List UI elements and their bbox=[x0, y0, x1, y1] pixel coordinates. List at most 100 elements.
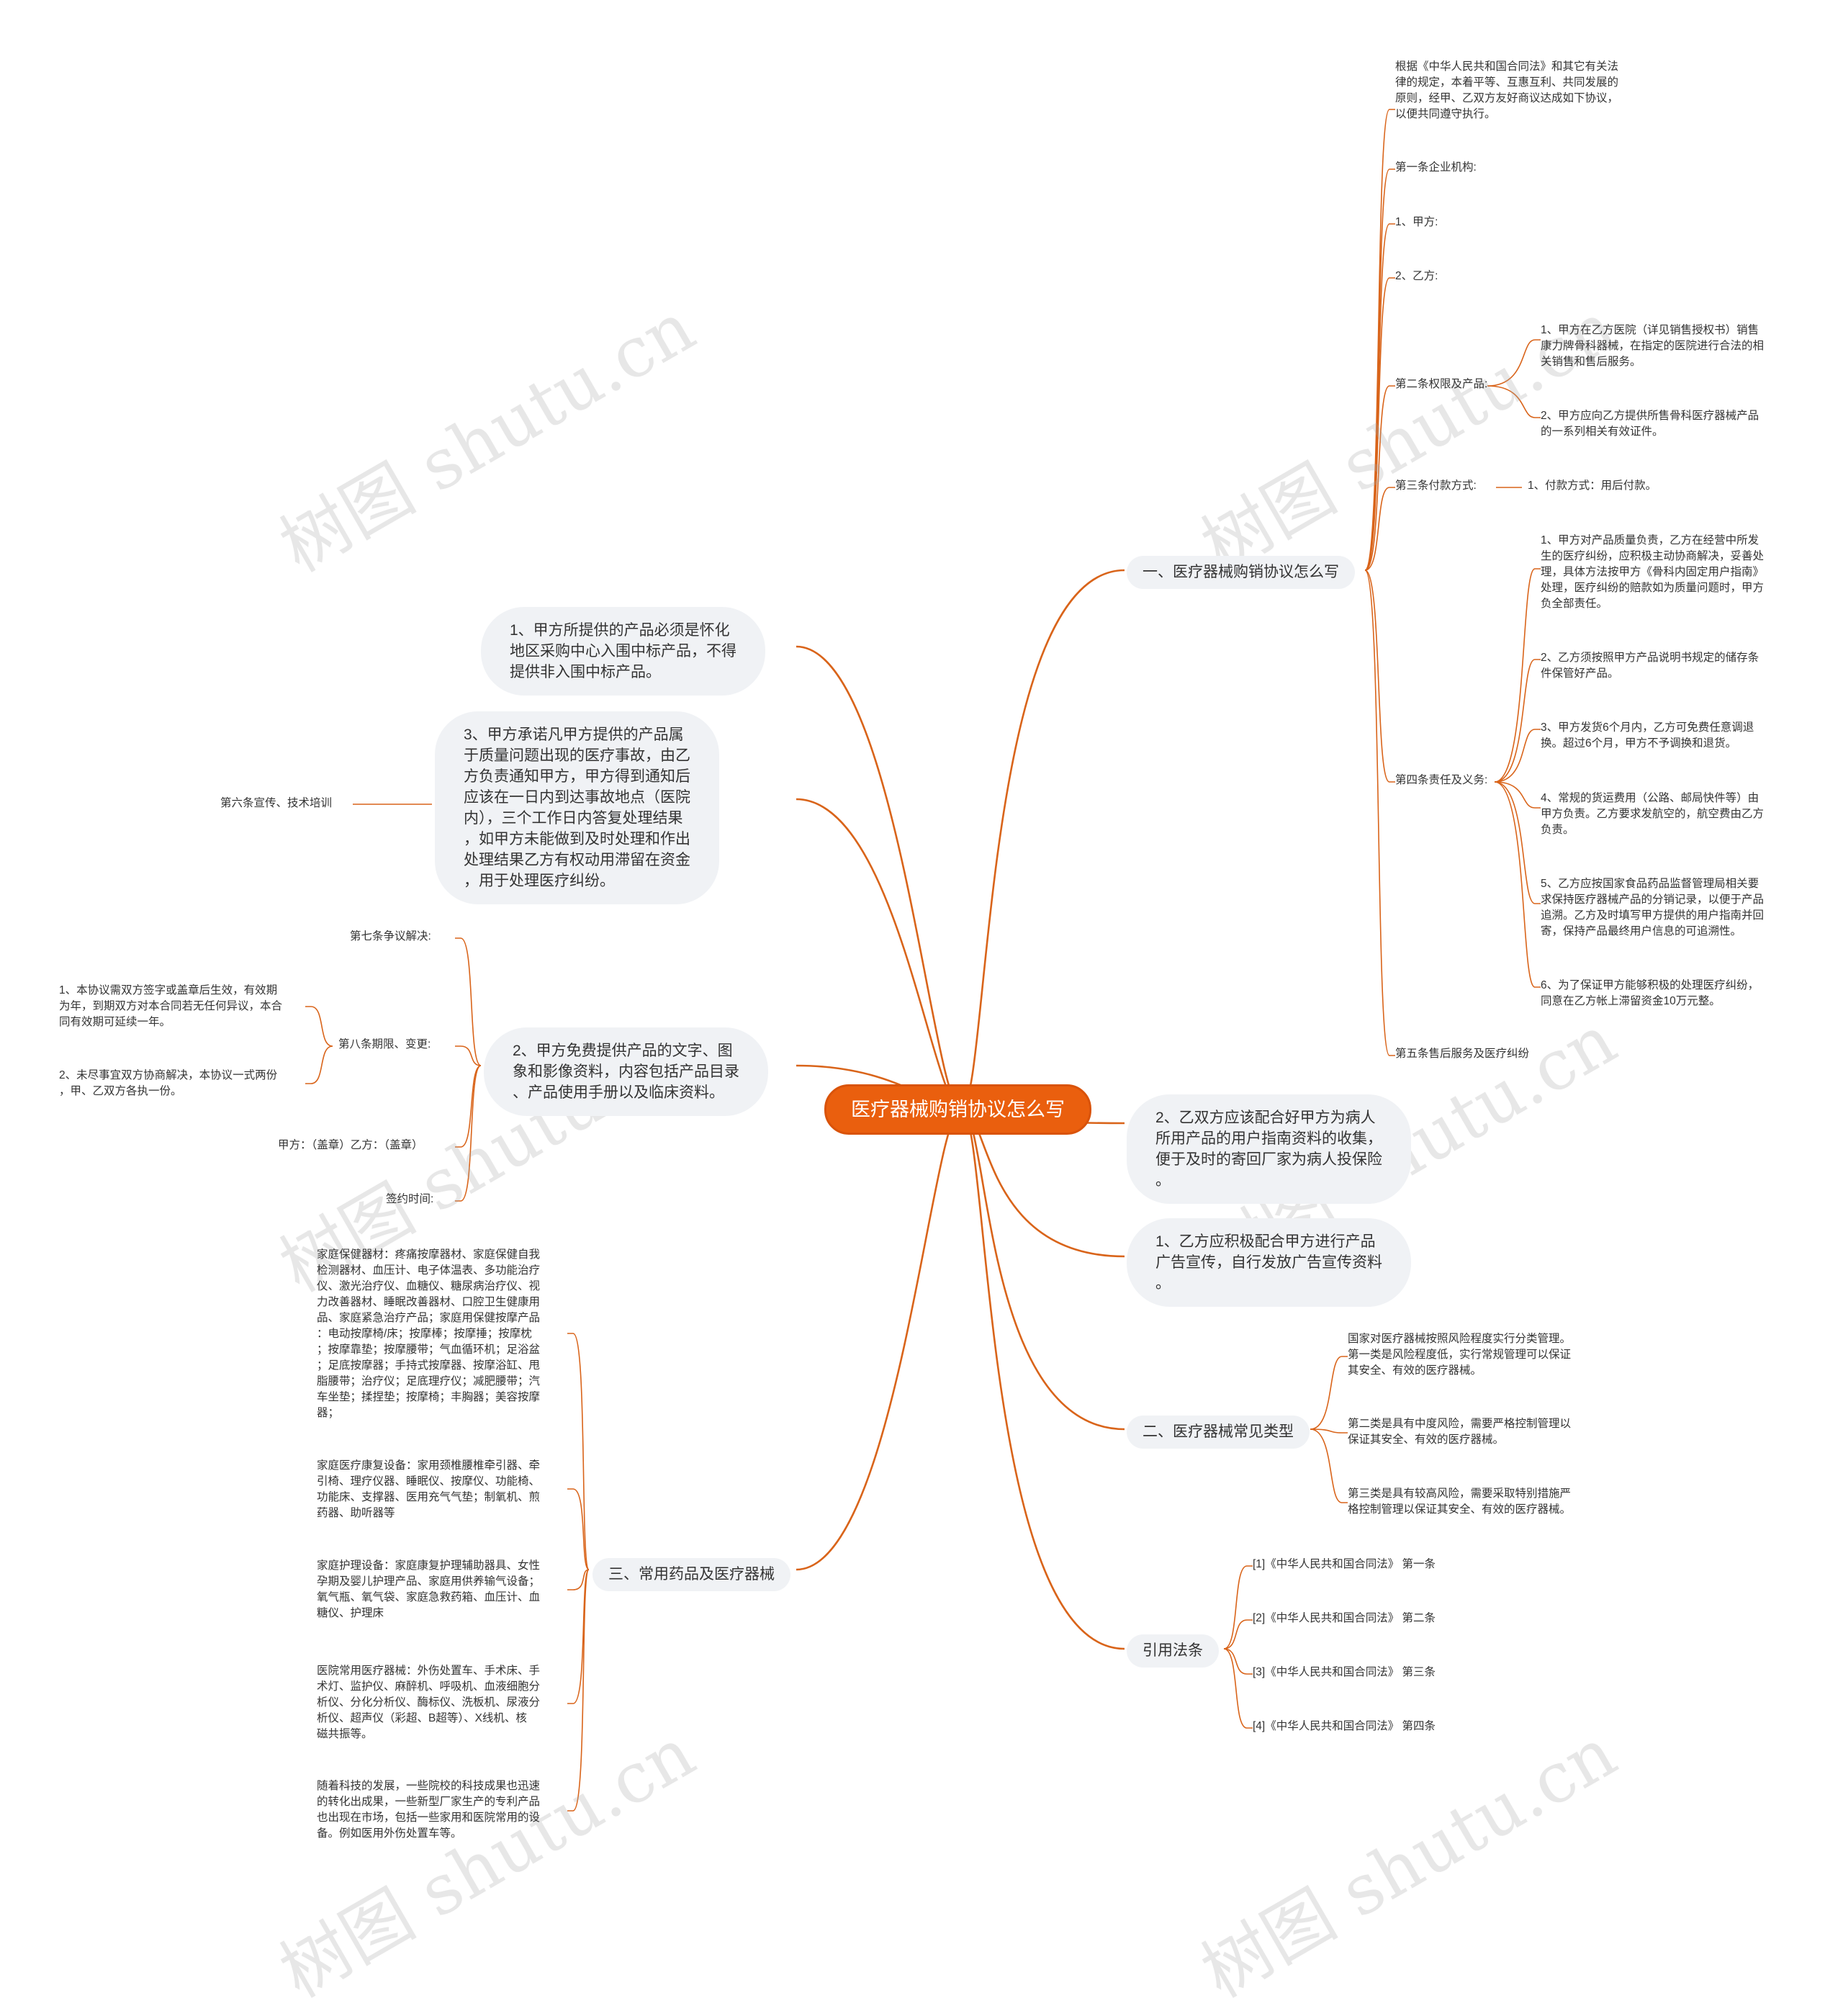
connector-line bbox=[455, 937, 482, 1066]
connector-line bbox=[1494, 568, 1541, 783]
reference-1[interactable]: [1]《中华人民共和国合同法》 第一条 bbox=[1253, 1558, 1436, 1570]
connector-line bbox=[1494, 781, 1541, 904]
text-line: 格控制管理以保证其安全、有效的医疗器械。 bbox=[1348, 1503, 1572, 1516]
text-line: 其安全、有效的医疗器械。 bbox=[1348, 1364, 1482, 1377]
category-2: 第二类是具有中度风险，需要严格控制管理以保证其安全、有效的医疗器械。 bbox=[1348, 1416, 1571, 1448]
signing-date: 签约时间: bbox=[386, 1193, 434, 1205]
text-line: 方负责通知甲方，甲方得到通知后 bbox=[464, 768, 690, 785]
article-2-item-2: 2、甲方应向乙方提供所售骨科医疗器械产品的一系列相关有效证件。 bbox=[1541, 408, 1759, 440]
text-line: 象和影像资料，内容包括产品目录 bbox=[513, 1063, 739, 1080]
article-3: 第三条付款方式: bbox=[1395, 480, 1477, 492]
text-line: ，用于处理医疗纠纷。 bbox=[464, 873, 615, 889]
article-5: 第五条售后服务及医疗纠纷 bbox=[1395, 1048, 1530, 1060]
article-8-item-2: 2、未尽事宜双方协商解决，本协议一式两份，甲、乙双方各执一份。 bbox=[59, 1068, 277, 1099]
category-1: 国家对医疗器械按照风险程度实行分类管理。第一类是风险程度低，实行常规管理可以保证… bbox=[1348, 1331, 1571, 1379]
text-line: 氧气瓶、氧气袋、家庭急救药箱、血压计、血 bbox=[317, 1591, 541, 1603]
device-group-1: 家庭保健器材：疼痛按摩器材、家庭保健自我检测器材、血压计、电子体温表、多功能治疗… bbox=[317, 1247, 540, 1421]
text-line: 6、为了保证甲方能够积极的处理医疗纠纷， bbox=[1541, 979, 1759, 991]
text-line: 糖仪、护理床 bbox=[317, 1607, 384, 1619]
article-4: 第四条责任及义务: bbox=[1395, 774, 1488, 786]
connector-line bbox=[1310, 1428, 1348, 1434]
text-line: ，如甲方未能做到及时处理和作出 bbox=[464, 831, 690, 847]
connector-line bbox=[796, 1107, 962, 1571]
text-line: 药器、助听器等 bbox=[317, 1507, 395, 1519]
text-line: 。 bbox=[1155, 1275, 1171, 1292]
connector-line bbox=[455, 1045, 482, 1066]
text-line: 孕期及婴儿护理产品、家庭用供养输气设备； bbox=[317, 1575, 541, 1588]
text-line: 检测器材、血压计、电子体温表、多功能治疗 bbox=[317, 1264, 541, 1277]
topic-references[interactable]: 引用法条 bbox=[1127, 1634, 1219, 1668]
connector-line bbox=[1494, 781, 1541, 809]
text-line: 于质量问题出现的医疗事故，由乙 bbox=[464, 747, 690, 764]
text-line: 甲方负责。乙方要求发航空的，航空费由乙方 bbox=[1541, 808, 1765, 820]
reference-3[interactable]: [3]《中华人民共和国合同法》 第三条 bbox=[1253, 1666, 1436, 1678]
text-line: 的转化出成果，一些新型厂家生产的专利产品 bbox=[317, 1796, 541, 1808]
text-line: 也出现在市场，包括一些家用和医院常用的设 bbox=[317, 1812, 541, 1824]
text-line: 品、家庭紧急治疗产品；家庭用保健按摩产品 bbox=[317, 1312, 541, 1324]
article-2-item-1: 1、甲方在乙方医院（详见销售授权书）销售康力牌骨科器械，在指定的医院进行合法的相… bbox=[1541, 323, 1764, 370]
text-line: 析仪、超声仪（彩超、B超等）、X线机、核 bbox=[317, 1712, 527, 1724]
text-line: 随着科技的发展，一些院校的科技成果也迅速 bbox=[317, 1780, 541, 1792]
category-3: 第三类是具有较高风险，需要采取特别措施严格控制管理以保证其安全、有效的医疗器械。 bbox=[1348, 1486, 1571, 1518]
connector-line bbox=[305, 1045, 333, 1084]
text-line: 生的医疗纠纷，应积极主动协商解决，妥善处 bbox=[1541, 550, 1765, 562]
article-4-item-6: 6、为了保证甲方能够积极的处理医疗纠纷，同意在乙方帐上滞留资金10万元整。 bbox=[1541, 978, 1759, 1009]
text-line: ；足底按摩器；手持式按摩器、按摩浴缸、甩 bbox=[317, 1359, 541, 1372]
text-line: 、产品使用手册以及临床资料。 bbox=[513, 1084, 724, 1101]
article-3-item-1: 1、付款方式：用后付款。 bbox=[1528, 480, 1657, 492]
root-topic[interactable]: 医疗器械购销协议怎么写 bbox=[824, 1084, 1091, 1135]
text-line: ：电动按摩椅/床；按摩棒；按摩捶；按摩枕 bbox=[317, 1328, 532, 1340]
article-6: 第六条宣传、技术培训 bbox=[220, 797, 333, 809]
text-line: 器； bbox=[317, 1407, 340, 1419]
article-8-item-1: 1、本协议需双方签字或盖章后生效，有效期为年，到期双方对本合同若无任何异议，本合… bbox=[59, 983, 282, 1030]
text-line: 寄，保持产品最终用户信息的可追溯性。 bbox=[1541, 925, 1742, 937]
connector-line bbox=[1364, 277, 1395, 571]
bubble-b2[interactable]: 2、乙双方应该配合好甲方为病人所用产品的用户指南资料的收集，便于及时的寄回厂家为… bbox=[1127, 1094, 1411, 1204]
connector-line bbox=[305, 1006, 333, 1047]
text-line: 件保管好产品。 bbox=[1541, 667, 1619, 680]
text-line: 理，具体方法按甲方《骨科内固定用户指南》 bbox=[1541, 566, 1765, 578]
text-line: 。 bbox=[1155, 1172, 1171, 1189]
text-line: 2、甲方免费提供产品的文字、图 bbox=[513, 1043, 733, 1059]
text-line: 求保持医疗器械产品的分销记录，以便于产品 bbox=[1541, 894, 1765, 906]
connector-line bbox=[567, 1569, 590, 1704]
topic-section-2[interactable]: 二、医疗器械常见类型 bbox=[1127, 1416, 1310, 1449]
text-line: 以便共同遵守执行。 bbox=[1395, 108, 1496, 120]
bubble-b1[interactable]: 1、乙方应积极配合甲方进行产品广告宣传，自行发放广告宣传资料。 bbox=[1127, 1218, 1411, 1307]
text-line: ，甲、乙双方各执一份。 bbox=[59, 1085, 182, 1097]
bubble-a1[interactable]: 1、甲方所提供的产品必须是怀化地区采购中心入围中标产品，不得提供非入围中标产品。 bbox=[481, 607, 765, 696]
text-line: 术灯、监护仪、麻醉机、呼吸机、血液细胞分 bbox=[317, 1680, 541, 1693]
connector-line bbox=[1310, 1428, 1348, 1503]
topic-section-3[interactable]: 三、常用药品及医疗器械 bbox=[592, 1558, 790, 1591]
bubble-a2[interactable]: 2、甲方免费提供产品的文字、图象和影像资料，内容包括产品目录、产品使用手册以及临… bbox=[484, 1027, 768, 1116]
device-group-4: 医院常用医疗器械：外伤处置车、手术床、手术灯、监护仪、麻醉机、呼吸机、血液细胞分… bbox=[317, 1663, 540, 1742]
text-line: 负责。 bbox=[1541, 824, 1574, 836]
article-4-item-5: 5、乙方应按国家食品药品监督管理局相关要求保持医疗器械产品的分销记录，以便于产品… bbox=[1541, 876, 1764, 940]
connector-line bbox=[1364, 487, 1395, 571]
connector-line bbox=[1494, 659, 1541, 783]
text-line: 追溯。乙方及时填写甲方提供的用户指南并回 bbox=[1541, 909, 1765, 922]
reference-2[interactable]: [2]《中华人民共和国合同法》 第二条 bbox=[1253, 1612, 1436, 1624]
text-line: 根据《中华人民共和国合同法》和其它有关法 bbox=[1395, 60, 1619, 73]
reference-4[interactable]: [4]《中华人民共和国合同法》 第四条 bbox=[1253, 1720, 1436, 1732]
text-line: 康力牌骨科器械，在指定的医院进行合法的相 bbox=[1541, 340, 1765, 352]
text-line: 广告宣传，自行发放广告宣传资料 bbox=[1155, 1254, 1382, 1271]
text-line: 1、甲方对产品质量负责，乙方在经营中所发 bbox=[1541, 534, 1759, 546]
connector-line bbox=[1364, 570, 1395, 1056]
text-line: 仪、激光治疗仪、血糖仪、糖尿病治疗仪、视 bbox=[317, 1280, 541, 1292]
text-line: 5、乙方应按国家食品药品监督管理局相关要 bbox=[1541, 878, 1759, 890]
connector-lines bbox=[305, 109, 1541, 1812]
connector-line bbox=[960, 569, 1125, 1110]
party-a: 1、甲方: bbox=[1395, 216, 1438, 228]
text-line: 第三类是具有较高风险，需要采取特别措施严 bbox=[1348, 1488, 1572, 1500]
connector-line bbox=[796, 645, 962, 1110]
text-line: 2、甲方应向乙方提供所售骨科医疗器械产品 bbox=[1541, 410, 1759, 422]
connector-line bbox=[1364, 385, 1395, 571]
connector-line bbox=[1310, 1356, 1348, 1430]
bubble-a3[interactable]: 3、甲方承诺凡甲方提供的产品属于质量问题出现的医疗事故，由乙方负责通知甲方，甲方… bbox=[435, 711, 719, 904]
text-line: 关销售和售后服务。 bbox=[1541, 356, 1641, 368]
device-group-5: 随着科技的发展，一些院校的科技成果也迅速的转化出成果，一些新型厂家生产的专利产品… bbox=[317, 1778, 540, 1842]
topic-section-1[interactable]: 一、医疗器械购销协议怎么写 bbox=[1127, 556, 1355, 589]
text-line: 换。超过6个月，甲方不予调换和退货。 bbox=[1541, 737, 1737, 750]
text-line: 3、甲方承诺凡甲方提供的产品属 bbox=[464, 726, 684, 743]
